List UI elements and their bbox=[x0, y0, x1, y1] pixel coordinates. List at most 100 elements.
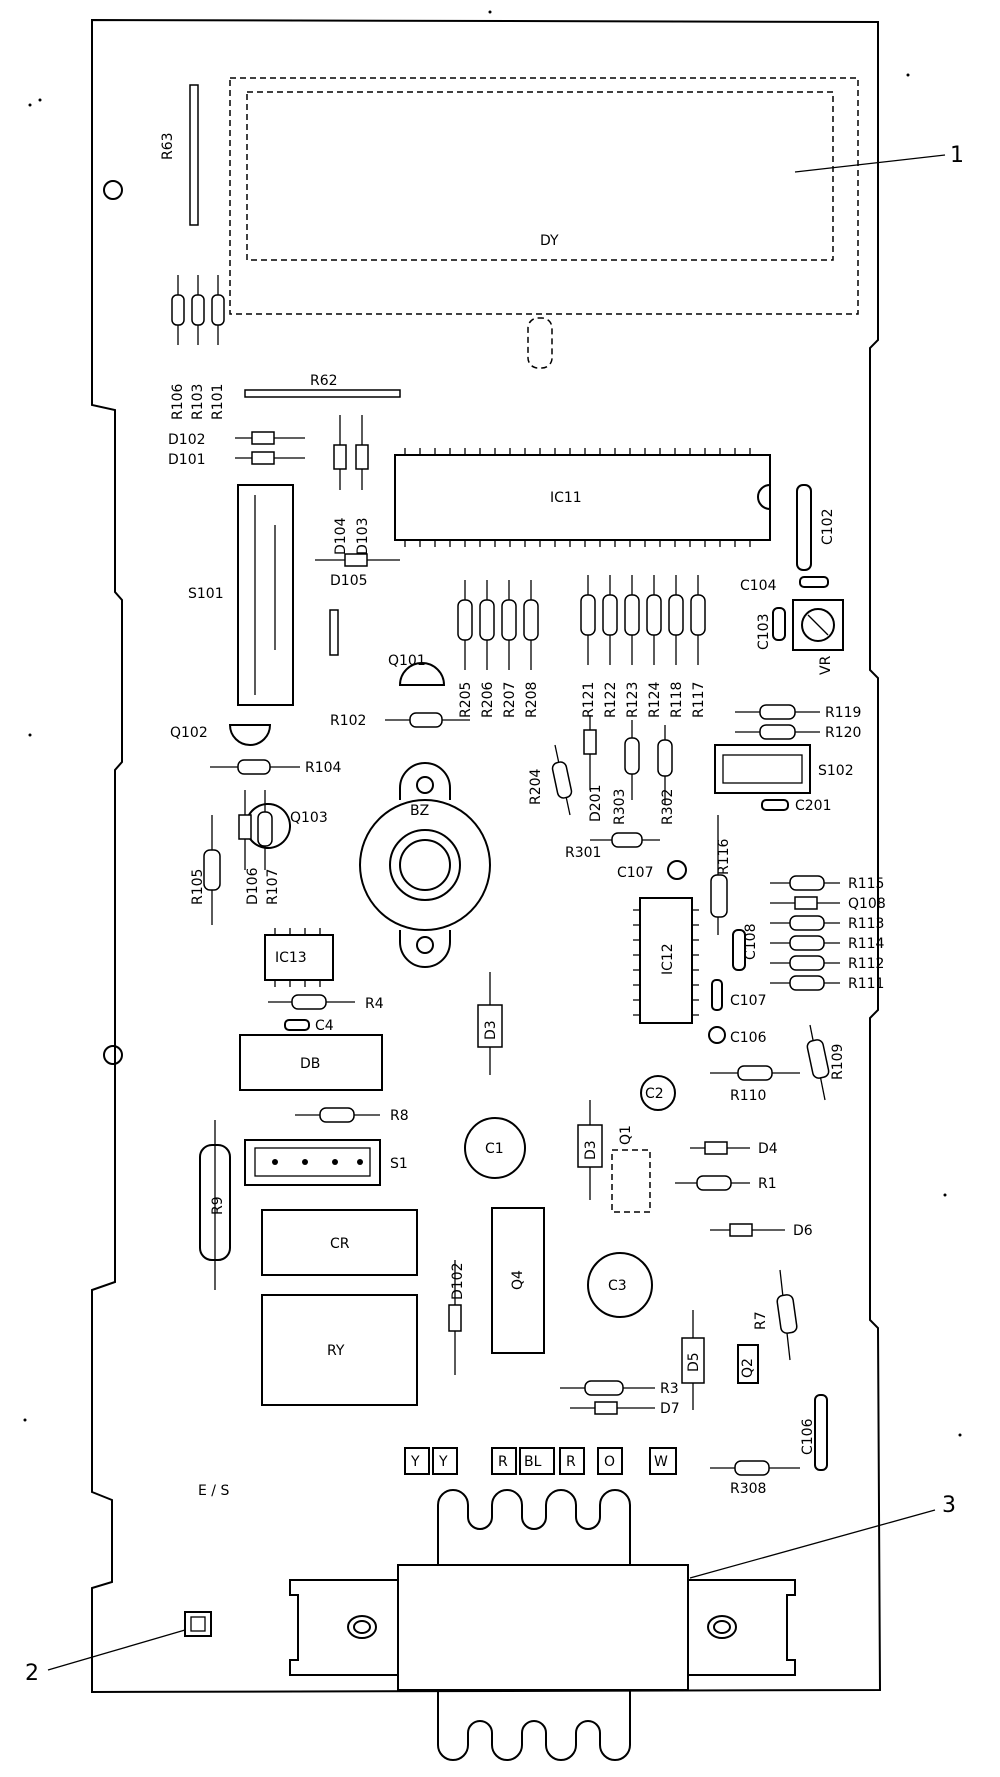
r116-label: R116 bbox=[716, 838, 732, 875]
c103-label: C103 bbox=[756, 614, 772, 651]
d3-label: D3 bbox=[483, 1020, 499, 1040]
svg-text:Y: Y bbox=[410, 1454, 420, 1470]
r7-part bbox=[776, 1294, 798, 1334]
q2-label: Q2 bbox=[740, 1358, 756, 1378]
c1-label: C1 bbox=[485, 1141, 504, 1157]
c106-part bbox=[814, 1394, 828, 1471]
callout-1: 1 bbox=[950, 143, 964, 168]
r122-label: R122 bbox=[603, 682, 619, 718]
d102-label: D102 bbox=[168, 432, 206, 448]
r84-part bbox=[329, 609, 339, 656]
d3-part bbox=[477, 1004, 503, 1048]
c201-part bbox=[761, 799, 789, 811]
r109-part bbox=[806, 1039, 830, 1079]
r303-label: R303 bbox=[612, 789, 628, 825]
scan-dots bbox=[23, 10, 962, 1437]
d106-part bbox=[238, 814, 252, 840]
d6-part bbox=[729, 1223, 753, 1237]
vr-part bbox=[792, 599, 844, 651]
d201-part bbox=[583, 729, 597, 755]
resistors-r119-r120 bbox=[735, 704, 820, 740]
r107-label: R107 bbox=[265, 869, 281, 905]
r303-part bbox=[624, 737, 640, 775]
svg-text:W: W bbox=[654, 1454, 668, 1470]
d104-label: D104 bbox=[333, 517, 349, 555]
c103-part bbox=[772, 607, 786, 641]
d3b-label: D3 bbox=[583, 1140, 599, 1160]
r62-part bbox=[244, 389, 401, 398]
resistors-r205-r208 bbox=[457, 580, 539, 670]
r110-part bbox=[737, 1065, 773, 1081]
r102-label: R102 bbox=[330, 713, 366, 729]
terminal-4 bbox=[519, 1447, 555, 1475]
c2-part bbox=[640, 1075, 676, 1111]
r302-label: R302 bbox=[660, 789, 676, 825]
c3-label: C3 bbox=[608, 1278, 627, 1294]
r121-label: R121 bbox=[581, 682, 597, 718]
ic12-part bbox=[639, 897, 693, 1024]
terminal-2 bbox=[432, 1447, 458, 1475]
q2-part bbox=[737, 1344, 759, 1384]
c108-label: C108 bbox=[743, 924, 759, 961]
r111-label: R111 bbox=[848, 976, 884, 992]
r205-label: R205 bbox=[458, 682, 474, 718]
r4-part bbox=[291, 994, 327, 1010]
r105-label: R105 bbox=[190, 869, 206, 905]
q103-label: Q103 bbox=[290, 810, 328, 826]
q101-label: Q101 bbox=[388, 653, 426, 669]
display-tab bbox=[527, 317, 553, 369]
cr-label: CR bbox=[330, 1236, 350, 1252]
c1-part bbox=[464, 1117, 526, 1179]
ic12-label: IC12 bbox=[660, 943, 676, 975]
s101-part bbox=[237, 484, 294, 706]
s101-label: S101 bbox=[188, 586, 224, 602]
r106-label: R106 bbox=[170, 383, 186, 420]
r308-label: R308 bbox=[730, 1481, 766, 1497]
c102-label: C102 bbox=[820, 509, 836, 546]
terminal-7 bbox=[649, 1447, 677, 1475]
r63-label: R63 bbox=[160, 132, 176, 160]
callout-3: 3 bbox=[942, 1493, 956, 1518]
r8-label: R8 bbox=[390, 1108, 409, 1124]
mounting-hole-top bbox=[103, 180, 123, 200]
ry-part bbox=[261, 1294, 418, 1406]
terminal-6 bbox=[597, 1447, 623, 1475]
r204-part bbox=[551, 761, 573, 799]
r112-label: R112 bbox=[848, 956, 884, 972]
r101-label: R101 bbox=[210, 384, 226, 420]
r113-label: R113 bbox=[848, 916, 884, 932]
c3-part bbox=[587, 1252, 653, 1318]
d7-label: D7 bbox=[660, 1401, 680, 1417]
terminal-5 bbox=[559, 1447, 585, 1475]
bz-label: BZ bbox=[410, 803, 429, 819]
r120-label: R120 bbox=[825, 725, 861, 741]
c107-part bbox=[711, 979, 723, 1011]
r308-part bbox=[734, 1460, 770, 1476]
r301-part bbox=[611, 832, 643, 848]
d3b-part bbox=[577, 1124, 603, 1168]
vr-label: VR bbox=[818, 655, 834, 675]
q102-label: Q102 bbox=[170, 725, 208, 741]
q1-part bbox=[611, 1149, 651, 1213]
callout-line-3 bbox=[689, 1509, 936, 1579]
r114-label: R114 bbox=[848, 936, 885, 952]
c102-part bbox=[796, 484, 812, 571]
svg-text:O: O bbox=[604, 1454, 615, 1470]
c106-label: C106 bbox=[800, 1418, 816, 1455]
d103-label: D103 bbox=[355, 517, 371, 555]
c4-label: C4 bbox=[315, 1018, 334, 1034]
q102-part bbox=[228, 724, 272, 746]
r110-label: R110 bbox=[730, 1088, 766, 1104]
callout-line-1 bbox=[794, 154, 946, 173]
r9-label: R9 bbox=[210, 1196, 226, 1215]
q1-label: Q1 bbox=[618, 1125, 634, 1145]
transformer bbox=[289, 1489, 796, 1761]
item2-inner bbox=[190, 1616, 206, 1632]
ry-label: RY bbox=[327, 1343, 345, 1359]
ic13-part bbox=[264, 934, 334, 981]
r104-part bbox=[237, 759, 271, 775]
r118-label: R118 bbox=[669, 682, 685, 718]
d102b-label: D102 bbox=[450, 1262, 466, 1300]
resistors-r121-r117 bbox=[580, 575, 706, 665]
